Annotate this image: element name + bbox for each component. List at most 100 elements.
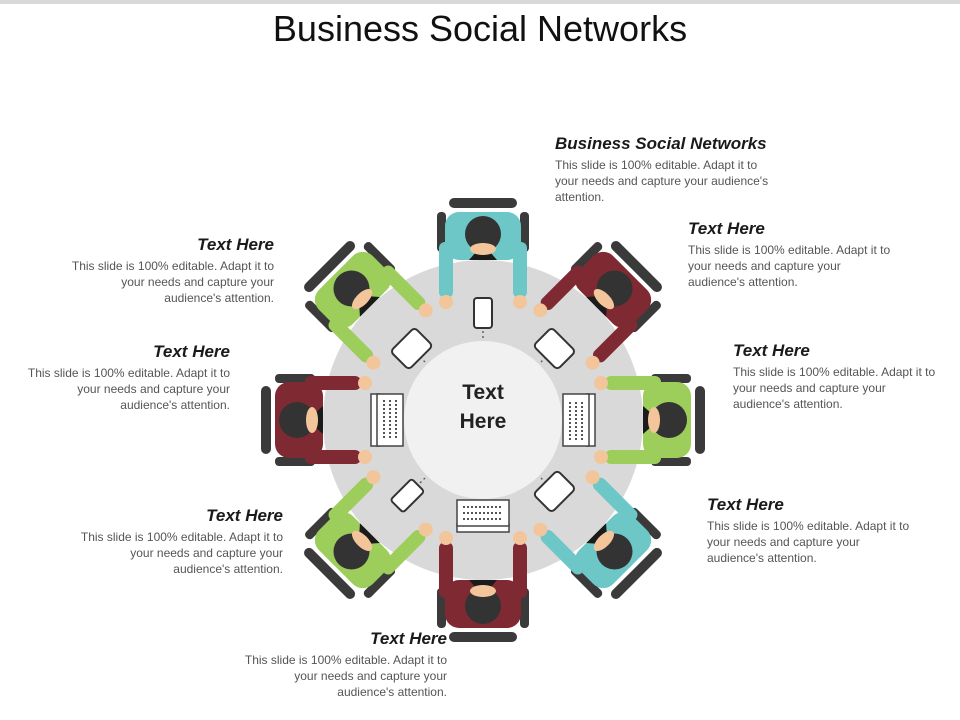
seated-person — [562, 374, 705, 466]
text-block-body: This slide is 100% editable. Adapt it to… — [688, 243, 891, 289]
seated-person — [533, 470, 662, 599]
face — [351, 288, 373, 310]
hand — [513, 295, 527, 309]
hand — [358, 376, 372, 390]
head — [651, 402, 687, 438]
arm — [592, 317, 638, 363]
text-block-bottom: Text Here This slide is 100% editable. A… — [242, 629, 447, 700]
chair-arm — [305, 507, 337, 540]
text-block-body: This slide is 100% editable. Adapt it to… — [555, 158, 769, 204]
chair-back — [304, 241, 356, 293]
chair-arm — [651, 374, 691, 383]
seated-person — [437, 198, 529, 329]
hand — [366, 355, 381, 370]
tablet-icon — [391, 328, 433, 370]
chair-back — [610, 241, 662, 293]
chair-arm — [363, 566, 396, 598]
text-block-business-social-networks: Business Social Networks This slide is 1… — [555, 134, 770, 205]
phone-icon — [473, 297, 493, 329]
chair-back — [449, 632, 517, 642]
chair-arm — [570, 242, 603, 274]
chair-arm — [305, 300, 337, 333]
text-block-heading: Text Here — [197, 235, 274, 254]
head — [279, 402, 315, 438]
tablet-icon — [533, 328, 575, 370]
chair-arm — [570, 566, 603, 598]
text-block-heading: Text Here — [206, 506, 283, 525]
arm — [328, 317, 374, 363]
tablet-icon — [533, 470, 575, 512]
hand — [585, 355, 600, 370]
hand — [439, 295, 453, 309]
seated-person — [261, 374, 404, 466]
face — [648, 407, 660, 433]
face — [351, 530, 373, 552]
text-block-heading: Text Here — [688, 219, 765, 238]
text-block-body: This slide is 100% editable. Adapt it to… — [80, 530, 283, 576]
arm — [328, 477, 374, 523]
seated-person — [533, 241, 662, 370]
hand — [418, 303, 433, 318]
center-disc — [404, 341, 562, 499]
hand — [594, 376, 608, 390]
text-block-body: This slide is 100% editable. Adapt it to… — [733, 365, 936, 411]
face — [470, 243, 496, 255]
text-block-right-3: Text Here This slide is 100% editable. A… — [707, 495, 912, 566]
chair-arm — [437, 588, 446, 628]
text-block-right-2: Text Here This slide is 100% editable. A… — [733, 341, 938, 412]
hand — [594, 450, 608, 464]
center-label: Text Here — [430, 378, 536, 436]
chair-arm — [651, 457, 691, 466]
arm — [380, 265, 426, 311]
chair-arm — [275, 374, 315, 383]
text-block-left-3: Text Here This slide is 100% editable. A… — [78, 506, 283, 577]
chair-arm — [275, 457, 315, 466]
top-rule — [0, 0, 960, 4]
chair-back — [304, 547, 356, 599]
center-label-line2: Here — [459, 410, 507, 433]
text-block-left-1: Text Here This slide is 100% editable. A… — [69, 235, 274, 306]
seated-person — [437, 499, 529, 642]
hand — [418, 522, 433, 537]
text-block-body: This slide is 100% editable. Adapt it to… — [707, 519, 910, 565]
arm — [380, 529, 426, 575]
slide-title: Business Social Networks — [272, 8, 688, 49]
text-block-heading: Text Here — [153, 342, 230, 361]
text-block-right-1: Text Here This slide is 100% editable. A… — [688, 219, 893, 290]
chair-back — [261, 386, 271, 454]
text-block-body: This slide is 100% editable. Adapt it to… — [27, 366, 230, 412]
face — [593, 530, 615, 552]
text-block-heading: Text Here — [370, 629, 447, 648]
hand — [533, 522, 548, 537]
hand — [439, 531, 453, 545]
chair-back — [695, 386, 705, 454]
text-block-heading: Business Social Networks — [555, 134, 767, 153]
face — [306, 407, 318, 433]
arm — [592, 477, 638, 523]
phone-icon — [390, 478, 425, 513]
text-block-left-2: Text Here This slide is 100% editable. A… — [25, 342, 230, 413]
head — [465, 216, 501, 252]
hand — [585, 470, 600, 485]
center-label-line1: Text — [462, 381, 504, 404]
chair-arm — [363, 242, 396, 274]
head — [465, 588, 501, 624]
arm — [540, 529, 586, 575]
chair-arm — [520, 212, 529, 252]
text-block-body: This slide is 100% editable. Adapt it to… — [244, 653, 447, 699]
text-block-heading: Text Here — [707, 495, 784, 514]
text-block-body: This slide is 100% editable. Adapt it to… — [71, 259, 274, 305]
hand — [358, 450, 372, 464]
seated-person — [304, 470, 433, 599]
text-block-heading: Text Here — [733, 341, 810, 360]
chair-arm — [520, 588, 529, 628]
seated-person — [304, 241, 433, 370]
chair-arm — [629, 300, 661, 333]
face — [470, 585, 496, 597]
hand — [513, 531, 527, 545]
arm — [540, 265, 586, 311]
chair-back — [610, 547, 662, 599]
chair-back — [449, 198, 517, 208]
chair-arm — [629, 507, 661, 540]
